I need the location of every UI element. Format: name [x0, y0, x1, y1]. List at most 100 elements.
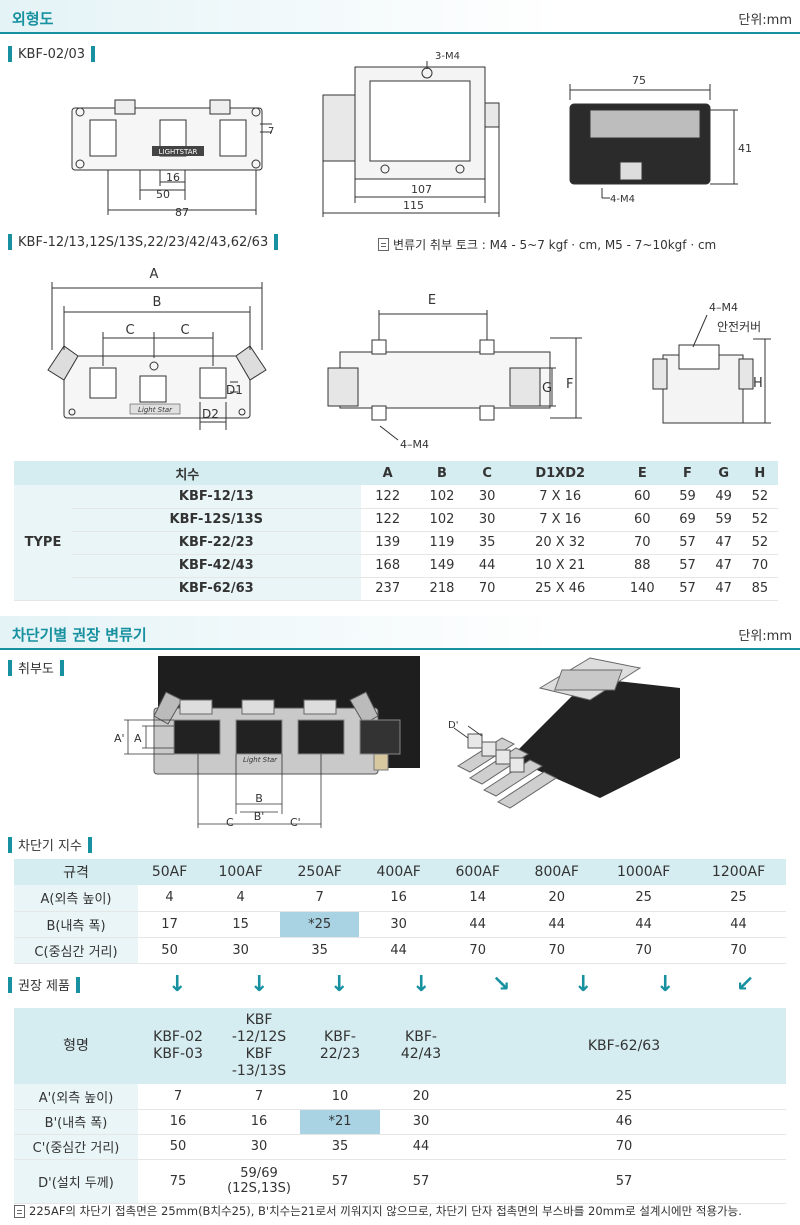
- model-line: KBF-: [324, 1029, 356, 1045]
- table-cell: 44: [691, 911, 786, 938]
- table-cell: 59/69 (12S,13S): [218, 1159, 300, 1204]
- cell-line: (12S,13S): [227, 1181, 291, 1196]
- table-cell: 69: [669, 508, 706, 532]
- dim-16: 16: [166, 171, 180, 184]
- label-bar: [87, 836, 92, 853]
- brand-logo: LIGHTSTAR: [159, 148, 198, 156]
- brand-logo: Light Star: [243, 756, 278, 764]
- dim-f: F: [566, 377, 573, 392]
- table-row: C'(중심간 거리) 50 30 35 44 70: [14, 1134, 786, 1160]
- torque-text: 변류기 취부 토크 : M4 - 5~7 kgf · cm, M5 - 7~10…: [393, 238, 717, 252]
- table-header-row: 규격 50AF 100AF 250AF 400AF 600AF 800AF 10…: [14, 859, 786, 885]
- document-icon: [14, 1204, 25, 1218]
- table-cell: 60: [615, 508, 670, 532]
- kbf0203-label: KBF-02/03: [8, 46, 96, 62]
- table-cell: 139: [360, 531, 415, 555]
- footnote: 225AF의 차단기 접촉면은 25mm(B치수25), B'치수는21로서 끼…: [14, 1203, 794, 1219]
- model-line: 42/43: [400, 1046, 442, 1062]
- header-cell: 50AF: [138, 859, 202, 885]
- row-header: C(중심간 거리): [14, 937, 138, 964]
- model-line: KBF-03: [153, 1046, 203, 1062]
- header-cell: G: [705, 461, 742, 485]
- row-header: B'(내측 폭): [14, 1109, 138, 1135]
- arrow-down-icon: ↓: [412, 972, 431, 997]
- table-cell: 7: [280, 885, 360, 912]
- table-cell: 70: [462, 1134, 786, 1160]
- dim-d1: D1: [226, 383, 243, 397]
- table-header-row: 형명 KBF-02 KBF-03 KBF -12/12S KBF -13/13S…: [14, 1008, 786, 1084]
- dim-41: 41: [738, 142, 752, 155]
- row-header: D'(설치 두께): [14, 1159, 138, 1204]
- kbf12-side-drawing: 4–M4 안전커버 H: [652, 301, 771, 424]
- table-cell: 49: [705, 485, 742, 509]
- install-photo-front: Light Star A' A B B' C C': [114, 656, 420, 829]
- recommend-label: 권장 제품: [8, 975, 80, 994]
- kbf0203-front-drawing: LIGHTSTAR 16 50 87 7: [71, 99, 274, 219]
- type-cell: TYPE: [14, 485, 72, 601]
- table-cell: 122: [360, 485, 415, 509]
- table-cell: 46: [462, 1109, 786, 1135]
- table-row: D'(설치 두께) 75 59/69 (12S,13S) 57 57 57: [14, 1159, 786, 1204]
- model-line: KBF-02: [153, 1029, 203, 1045]
- dim-c2: C: [180, 323, 189, 338]
- kbf12-label: KBF-12/13,12S/13S,22/23/42/43,62/63: [8, 234, 279, 250]
- table-cell: 50: [138, 937, 202, 964]
- dim-b: B: [153, 295, 162, 310]
- dim-87: 87: [175, 206, 189, 219]
- safety-cover-label: 안전커버: [717, 320, 761, 334]
- torque-note: 변류기 취부 토크 : M4 - 5~7 kgf · cm, M5 - 7~10…: [378, 236, 716, 253]
- label-bar: [8, 976, 12, 993]
- table-header-row: 치수 A B C D1XD2 E F G H: [14, 461, 778, 485]
- table-cell: 25: [462, 1084, 786, 1110]
- table-cell: 20: [380, 1084, 462, 1110]
- row-header: KBF-12S/13S: [72, 508, 361, 532]
- table-cell: 15: [201, 911, 281, 938]
- dim-c1: C: [125, 323, 134, 338]
- unit-label: 단위:mm: [738, 629, 792, 644]
- table-cell: 25: [596, 885, 692, 912]
- table-cell: 57: [462, 1159, 786, 1204]
- dim-7: 7: [268, 126, 274, 137]
- table-cell: 30: [469, 485, 506, 509]
- header-cell: 250AF: [280, 859, 360, 885]
- screw-label: 4–M4: [709, 301, 738, 314]
- header-cell: A: [360, 461, 415, 485]
- table-cell: 85: [741, 577, 778, 601]
- header-cell: D1XD2: [505, 461, 616, 485]
- install-label: 취부도: [8, 658, 64, 677]
- table-cell: 30: [380, 1109, 462, 1135]
- table-cell: 20 X 32: [505, 531, 616, 555]
- table-cell: 7 X 16: [505, 508, 616, 532]
- row-header: A'(외측 높이): [14, 1084, 138, 1110]
- header-cell: 400AF: [359, 859, 439, 885]
- table-cell: 59: [705, 508, 742, 532]
- table-cell: 30: [359, 911, 439, 938]
- highlighted-cell: *21: [300, 1109, 380, 1135]
- model-cell: KBF -12/12S KBF -13/13S: [218, 1008, 300, 1084]
- table-cell: 35: [280, 937, 360, 964]
- dim-h: H: [753, 376, 763, 391]
- table-cell: 20: [517, 885, 597, 912]
- arrow-down-icon: ↓: [250, 972, 269, 997]
- table-cell: 70: [741, 554, 778, 578]
- unit-label: 단위:mm: [738, 13, 792, 28]
- table-cell: 16: [359, 885, 439, 912]
- table-cell: 57: [669, 531, 706, 555]
- row-header: C'(중심간 거리): [14, 1134, 138, 1160]
- table-cell: 44: [596, 911, 692, 938]
- table-cell: 16: [138, 1109, 218, 1135]
- dim-a: A: [134, 732, 142, 745]
- model-cell: KBF-02 KBF-03: [138, 1008, 218, 1084]
- table-cell: 57: [669, 554, 706, 578]
- product-table: 형명 KBF-02 KBF-03 KBF -12/12S KBF -13/13S…: [14, 1008, 786, 1204]
- table-cell: 122: [360, 508, 415, 532]
- table-cell: 149: [414, 554, 470, 578]
- table-cell: 70: [517, 937, 597, 964]
- dim-75: 75: [632, 74, 646, 87]
- header-cell: 600AF: [438, 859, 518, 885]
- header-cell: H: [741, 461, 778, 485]
- table-row: KBF-12S/13S 122 102 30 7 X 16 60 69 59 5…: [14, 508, 778, 532]
- label-bar: [274, 234, 279, 250]
- dimension-table: 치수 A B C D1XD2 E F G H TYPE KBF-12/13 12…: [14, 461, 778, 601]
- table-cell: 44: [517, 911, 597, 938]
